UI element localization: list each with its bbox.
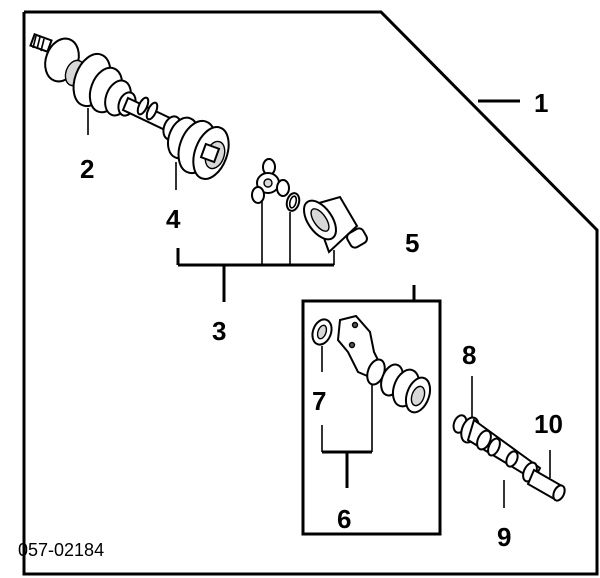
snap-ring (285, 192, 301, 212)
callout-10: 10 (534, 409, 563, 439)
outer-joint-assembly (29, 33, 137, 117)
tripod-joint (251, 158, 290, 204)
callout-1: 1 (534, 88, 548, 118)
bracket-6 (321, 385, 373, 488)
boot-6 (366, 358, 432, 414)
inner-boot (162, 115, 230, 180)
callout-8: 8 (462, 340, 476, 370)
callout-7: 7 (312, 386, 326, 416)
drawing-code: 057-02184 (18, 540, 104, 560)
seal-7 (311, 318, 333, 346)
assembly-boundary (22, 10, 599, 576)
inner-housing (303, 195, 368, 254)
intermediate-shaft (452, 414, 566, 502)
callout-2: 2 (80, 154, 94, 184)
boot-bracket (336, 314, 384, 380)
bracket-3 (176, 200, 335, 302)
callout-4: 4 (166, 204, 181, 234)
callout-3: 3 (212, 316, 226, 346)
callout-5: 5 (405, 228, 419, 258)
drive-shaft (121, 96, 172, 132)
callout-9: 9 (497, 522, 511, 552)
box-5 (301, 285, 442, 536)
callout-6: 6 (337, 504, 351, 534)
